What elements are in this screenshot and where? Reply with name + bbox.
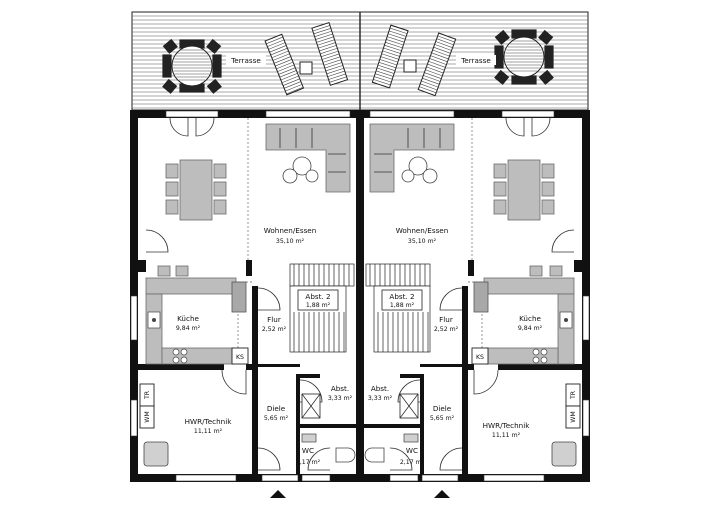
dryer-label-left: TR [144, 390, 151, 400]
room-area-storage2-right: 1,88 m² [390, 302, 415, 309]
sun-loungers-left [264, 21, 349, 96]
fridge-label-right: KS [476, 354, 484, 361]
room-name-storage2-left: Abst. 2 [305, 292, 330, 301]
interior [130, 110, 590, 498]
room-name-wc-right: WC [406, 446, 418, 455]
dining-table-left [165, 159, 227, 221]
fridge-left [231, 347, 249, 365]
room-area-storage2-left: 1,88 m² [306, 302, 331, 309]
room-area-living-right: 35,10 m² [408, 238, 437, 245]
wc-left [301, 433, 356, 463]
room-name-storage2-right: Abst. 2 [389, 292, 414, 301]
room-area-storage-left: 3,33 m² [328, 395, 353, 402]
stairs-right [365, 263, 431, 353]
room-name-wc-left: WC [302, 446, 314, 455]
kitchen-right [471, 277, 575, 365]
utility-left [139, 383, 169, 467]
fridge-label-left: KS [236, 354, 244, 361]
room-name-hall-right: Flur [439, 315, 453, 324]
entrance-arrow-right [434, 490, 450, 498]
washer-label-left: WM [144, 411, 151, 422]
room-name-entry-left: Diele [267, 404, 286, 413]
room-area-living-left: 35,10 m² [276, 238, 305, 245]
terrace-dining-set-right [494, 29, 554, 85]
room-name-living-left: Wohnen/Essen [264, 226, 317, 235]
room-name-utility-left: HWR/Technik [185, 417, 233, 426]
room-area-utility-left: 11,11 m² [194, 428, 223, 435]
room-name-living-right: Wohnen/Essen [396, 226, 449, 235]
room-area-kitchen-right: 9,84 m² [518, 325, 543, 332]
sun-loungers-right [371, 24, 457, 97]
room-name-storage-right: Abst. [371, 384, 389, 393]
room-area-hall-right: 2,52 m² [434, 326, 459, 333]
stairs-left [289, 263, 355, 353]
room-name-entry-right: Diele [433, 404, 452, 413]
terrace-label-left: Terrasse [230, 56, 261, 65]
room-area-entry-right: 5,65 m² [430, 415, 455, 422]
terrace-label-right: Terrasse [460, 56, 491, 65]
sofa-right [369, 123, 455, 193]
kitchen-left [145, 277, 249, 365]
room-name-kitchen-left: Küche [177, 314, 199, 323]
room-name-hall-left: Flur [267, 315, 281, 324]
room-area-utility-right: 11,11 m² [492, 432, 521, 439]
room-name-storage-left: Abst. [331, 384, 349, 393]
room-area-storage-right: 3,33 m² [368, 395, 393, 402]
room-area-wc-right: 2,17 m² [400, 459, 425, 466]
entrance-arrow-left [270, 490, 286, 498]
wc-right [364, 433, 419, 463]
dryer-label-right: TR [570, 390, 577, 400]
room-area-wc-left: 2,17 m² [296, 459, 321, 466]
fridge-right [471, 347, 489, 365]
washer-label-right: WM [570, 411, 577, 422]
room-name-kitchen-right: Küche [519, 314, 541, 323]
dining-table-right [493, 159, 555, 221]
room-area-hall-left: 2,52 m² [262, 326, 287, 333]
room-area-entry-left: 5,65 m² [264, 415, 289, 422]
terrace-dining-set-left [162, 38, 222, 94]
utility-right [551, 383, 581, 467]
room-name-utility-right: HWR/Technik [483, 421, 531, 430]
sofa-left [265, 123, 351, 193]
room-area-kitchen-left: 9,84 m² [176, 325, 201, 332]
